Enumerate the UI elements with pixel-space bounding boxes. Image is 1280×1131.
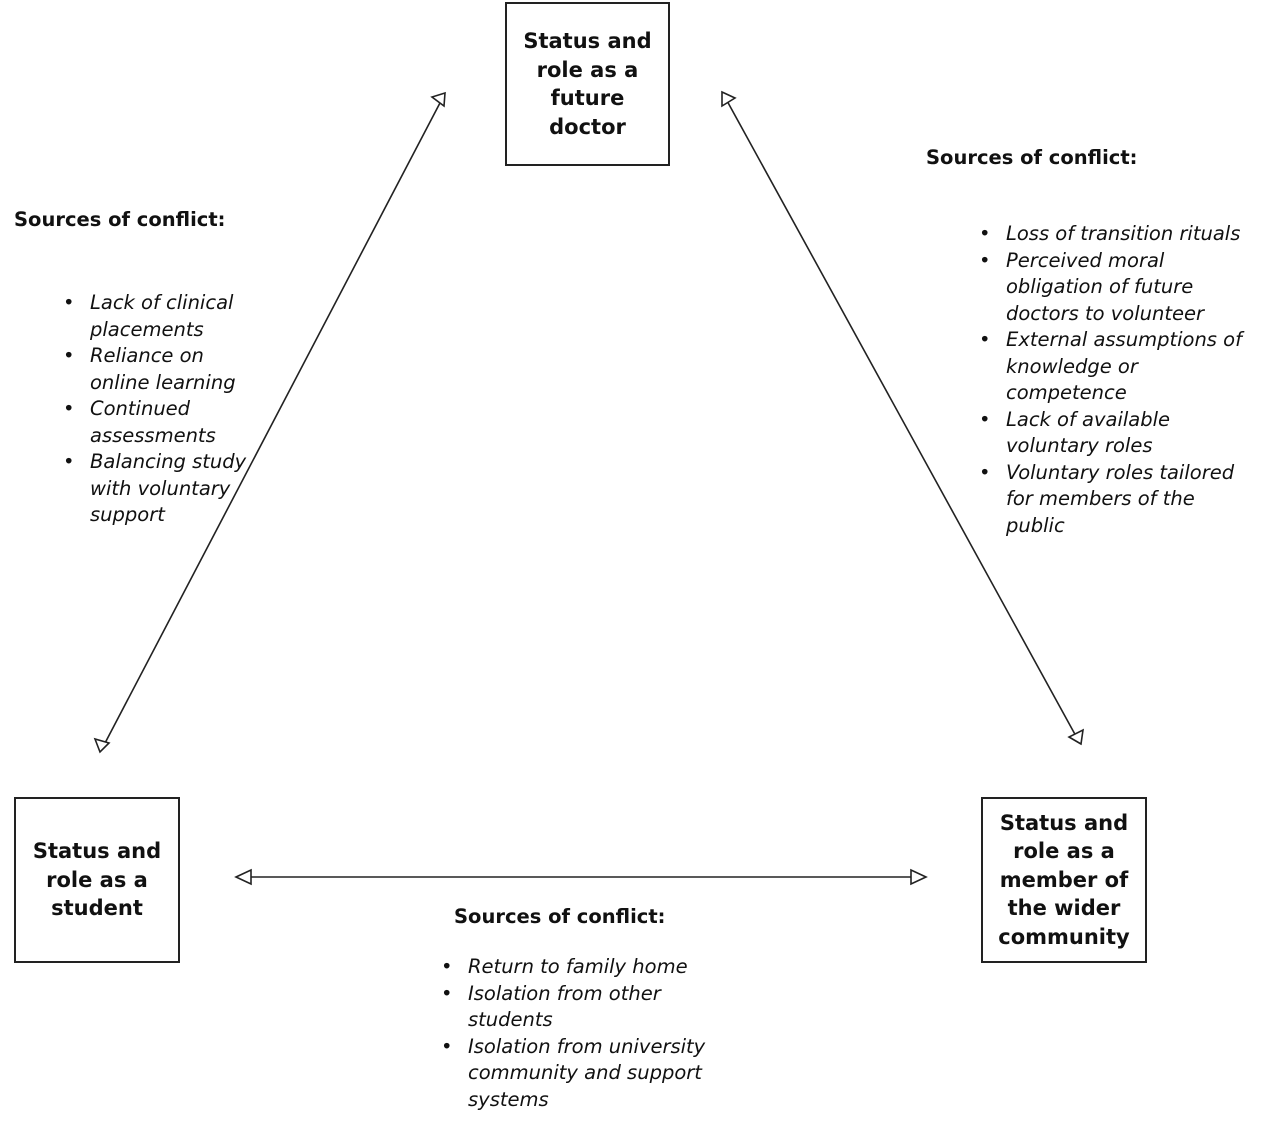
list-item: • Lack of clinical placements <box>60 290 250 343</box>
node-label: Status and role as a member of the wider… <box>998 810 1130 949</box>
list-item: • Reliance on online learning <box>60 343 250 396</box>
node-future-doctor: Status and role as a future doctor <box>505 2 670 166</box>
bullet-icon: • <box>63 344 75 367</box>
list-item: • Return to family home <box>438 954 748 981</box>
conflicts-doctor-community: Sources of conflict: • Loss of transition… <box>926 145 1280 539</box>
bullet-icon: • <box>441 1034 453 1058</box>
bullet-icon: • <box>63 450 75 473</box>
bullet-icon: • <box>979 460 991 484</box>
list-item: • Voluntary roles tailored for members of… <box>976 460 1248 540</box>
node-student: Status and role as a student <box>14 797 180 963</box>
node-label: Status and role as a future doctor <box>523 29 652 139</box>
arrow-doctor-community <box>721 90 1085 746</box>
conflict-heading: Sources of conflict: <box>926 146 1138 169</box>
conflicts-student-community: Sources of conflict: • Return to family h… <box>441 904 784 1113</box>
list-item-text: Return to family home <box>468 955 688 978</box>
arrow-doctor-student <box>93 91 446 754</box>
list-item-text: Lack of available voluntary roles <box>1006 407 1171 458</box>
list-item: • Lack of available voluntary roles <box>976 407 1248 460</box>
list-item-text: Isolation from other students <box>468 981 661 1032</box>
list-item-text: Lack of clinical placements <box>90 291 234 341</box>
bullet-icon: • <box>979 248 991 272</box>
conflict-heading: Sources of conflict: <box>454 905 666 928</box>
arrow-student-community <box>234 868 928 886</box>
list-item: • Isolation from university community and… <box>438 1034 748 1114</box>
list-item: • Continued assessments <box>60 396 250 449</box>
node-label: Status and role as a student <box>32 839 162 921</box>
list-item: • Balancing study with voluntary support <box>60 449 250 529</box>
list-item: • External assumptions of knowledge or co… <box>976 327 1248 407</box>
conflict-list: • Loss of transition rituals • Perceived m… <box>976 221 1248 539</box>
list-item-text: Voluntary roles tailored for members of … <box>1006 460 1235 537</box>
list-item: • Loss of transition rituals <box>976 221 1248 248</box>
list-item-text: External assumptions of knowledge or com… <box>1006 328 1242 404</box>
list-item: • Perceived moral obligation of future do… <box>976 248 1248 328</box>
bullet-icon: • <box>441 955 453 978</box>
conflict-list: • Lack of clinical placements • Reliance o… <box>60 290 250 529</box>
bullet-icon: • <box>63 397 75 420</box>
list-item-text: Perceived moral obligation of future doc… <box>1006 248 1205 325</box>
bullet-icon: • <box>979 407 991 431</box>
list-item-text: Isolation from university community and … <box>468 1034 706 1111</box>
list-item-text: Loss of transition rituals <box>1006 222 1241 245</box>
list-item-text: Continued assessments <box>90 397 216 447</box>
list-item: • Isolation from other students <box>438 981 748 1034</box>
bullet-icon: • <box>63 291 75 314</box>
bullet-icon: • <box>979 328 991 351</box>
bullet-icon: • <box>979 222 991 245</box>
conflict-list: • Return to family home • Isolation from o… <box>438 954 748 1113</box>
node-community: Status and role as a member of the wider… <box>981 797 1147 963</box>
conflict-heading: Sources of conflict: <box>14 208 226 231</box>
list-item-text: Balancing study with voluntary support <box>90 450 247 526</box>
conflicts-doctor-student: Sources of conflict: • Lack of clinical p… <box>14 207 314 529</box>
bullet-icon: • <box>441 981 453 1005</box>
list-item-text: Reliance on online learning <box>90 344 236 394</box>
